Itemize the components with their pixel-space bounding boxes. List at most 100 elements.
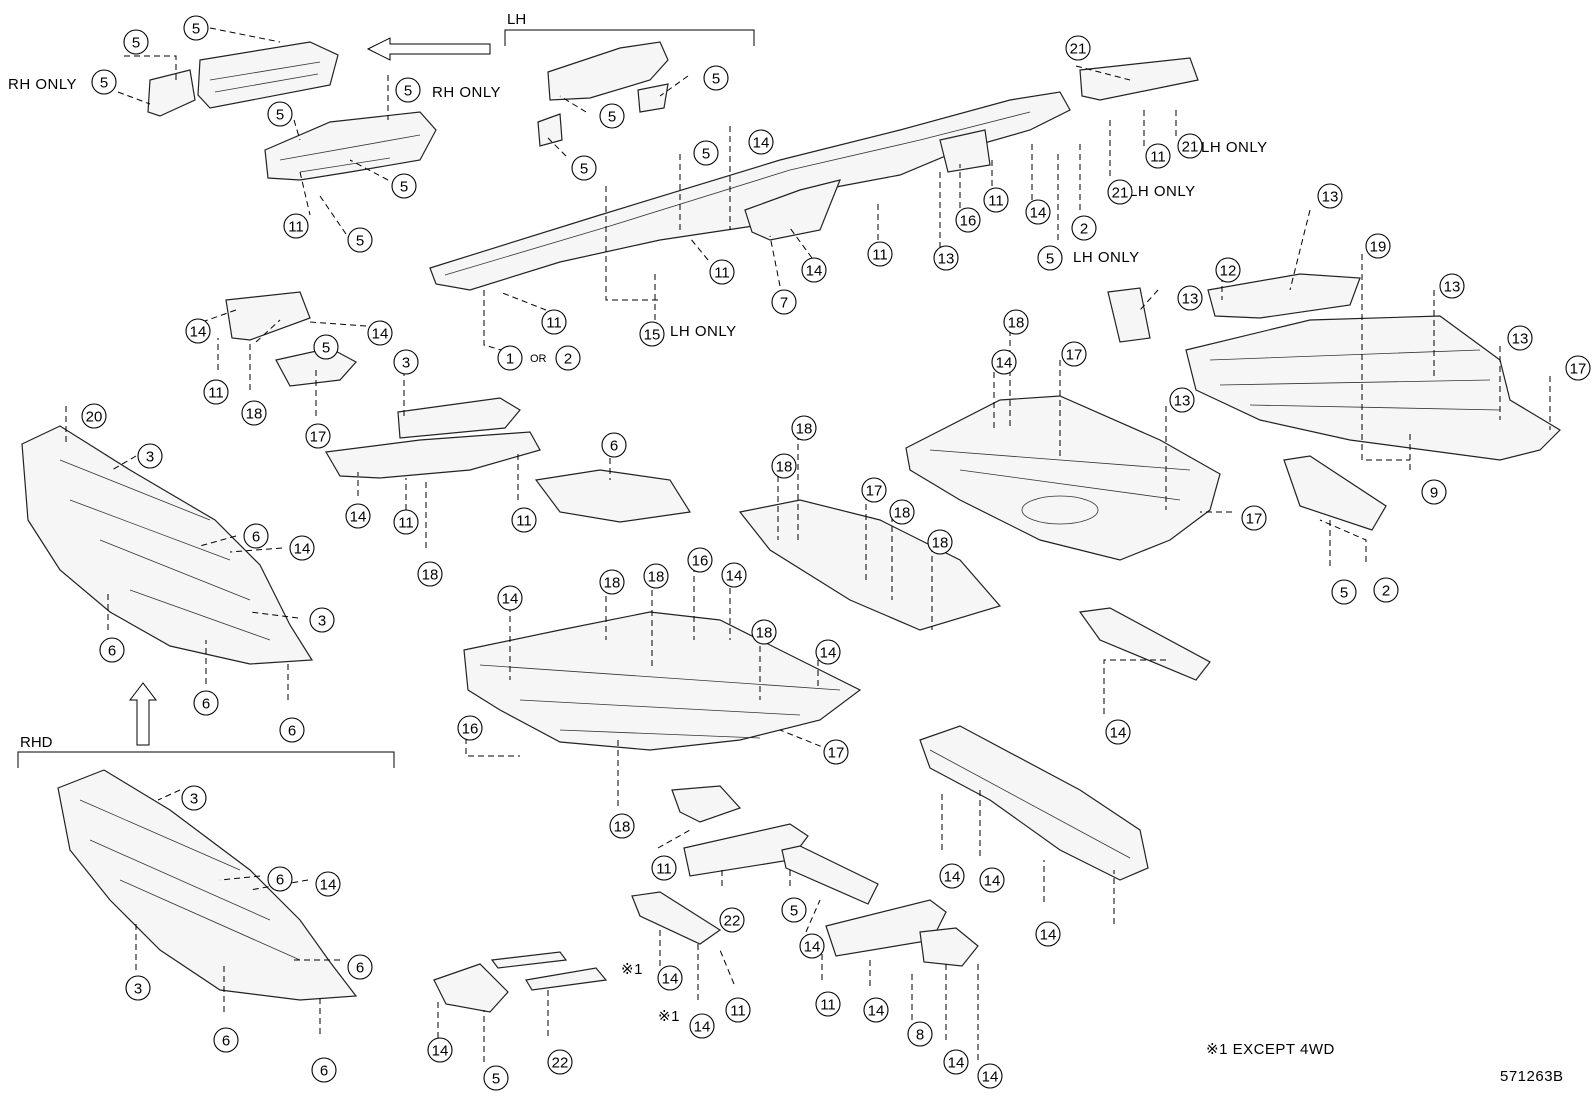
callout-number: 18 [614,819,631,836]
callout-circle [279,717,305,743]
callout-circle [687,547,713,573]
callout-5: 5 [781,897,807,923]
callout-circle [791,415,817,441]
callout-number: 18 [932,535,949,552]
callout-14: 14 [943,1049,969,1075]
callout-17: 17 [861,477,887,503]
callout-18: 18 [1003,309,1029,335]
callout-14: 14 [863,997,889,1023]
rear-seat-floor-part [738,499,1002,631]
callout-number: 16 [960,213,977,230]
callout-18: 18 [889,499,915,525]
callout-number: 18 [422,567,439,584]
callout-number: 5 [100,75,108,92]
callout-5: 5 [347,227,373,253]
callout-circle [483,1065,509,1091]
callout-number: 11 [714,265,730,282]
callout-number: 2 [564,351,572,368]
callout-number: 6 [108,643,116,660]
callout-circle [801,257,827,283]
callout-18: 18 [771,453,797,479]
callout-circle [541,309,567,335]
callout-5: 5 [693,140,719,166]
callout-number: 1 [506,351,514,368]
callout-circle [193,690,219,716]
callout-circle [547,1049,573,1075]
lh-only-note-15: LH ONLY [670,323,737,340]
callout-circle [497,585,523,611]
callout-number: 6 [610,438,618,455]
bracket-rh-only-part [147,69,196,117]
callout-number: 17 [310,429,327,446]
callout-14: 14 [979,867,1005,893]
callout-2: 2 [1373,577,1399,603]
callout-number: 5 [400,179,408,196]
front-side-member-extension-part [197,41,339,109]
callout-number: 5 [276,107,284,124]
callout-5: 5 [267,101,293,127]
callout-11: 11 [203,379,229,405]
callout-number: 11 [1150,149,1166,166]
callout-17: 17 [1565,355,1591,381]
callout-18: 18 [417,561,443,587]
callout-circle [315,871,341,897]
lh-bracket: LH [504,11,755,46]
dash-panel-rhd-part [57,769,358,1001]
callout-circle [939,863,965,889]
callout-14: 14 [185,318,211,344]
rear-floor-extension-part [1207,273,1361,319]
callout-circle [1565,355,1591,381]
up-arrow-icon [128,682,158,746]
callout-circle [511,507,537,533]
callout-number: 14 [320,877,337,894]
callout-number: 13 [1512,331,1529,348]
callout-circle [1169,387,1195,413]
callout-number: 11 [730,1003,746,1020]
callout-number: 17 [1066,347,1083,364]
callout-3: 3 [393,349,419,375]
callout-3: 3 [309,607,335,633]
callout-14: 14 [748,129,774,155]
callout-number: 14 [1110,725,1127,742]
callout-14: 14 [289,535,315,561]
callout-circle [427,1037,453,1063]
callout-circle [639,321,665,347]
callout-circle [99,637,125,663]
callout-circle [1105,719,1131,745]
callout-17: 17 [305,423,331,449]
callout-number: 5 [608,109,616,126]
callout-13: 13 [1439,273,1465,299]
callout-number: 5 [404,83,412,100]
callout-circle [391,173,417,199]
callout-number: 5 [322,340,330,357]
callout-number: 14 [726,568,743,585]
callout-11: 11 [983,187,1009,213]
callout-14: 14 [497,585,523,611]
callout-circle [137,443,163,469]
callout-14: 14 [1025,199,1051,225]
callout-number: 18 [776,459,793,476]
callout-11: 11 [393,509,419,535]
callout-circle [725,997,751,1023]
callout-3: 3 [181,785,207,811]
callout-14: 14 [345,503,371,529]
callout-number: 14 [944,869,961,886]
callout-circle [1439,273,1465,299]
callout-circle [81,403,107,429]
front-crossmember-bracket-part [225,291,311,341]
lower-rail-part [490,951,568,969]
callout-14: 14 [799,933,825,959]
callout-13: 13 [1317,183,1343,209]
callout-14: 14 [315,871,341,897]
callout-number: 14 [190,324,207,341]
callout-circle [815,639,841,665]
callout-16: 16 [955,207,981,233]
callout-circle [1065,35,1091,61]
part-outlines [21,41,1561,1013]
front-floor-side-member-part [429,91,1071,291]
except-4wd-mark-a: ※1 [621,961,643,978]
callout-16: 16 [687,547,713,573]
callout-circle [1215,257,1241,283]
lh-bracket-small-part [637,83,669,113]
callout-18: 18 [609,813,635,839]
